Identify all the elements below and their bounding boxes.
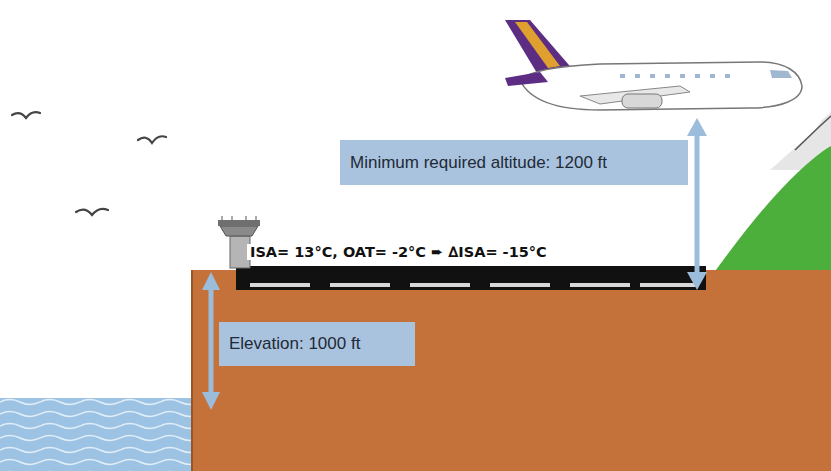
sea	[0, 398, 200, 471]
elevation-arrow	[202, 272, 220, 410]
temperature-note: ISA= 13°C, OAT= -2°C ➨ ∆ISA= -15°C	[247, 244, 550, 260]
terrain-block	[192, 270, 831, 471]
slope-line	[795, 116, 831, 150]
runway	[236, 266, 706, 290]
sea-waves	[0, 398, 200, 471]
control-tower	[218, 216, 260, 268]
runway-markings	[250, 283, 695, 287]
airplane	[505, 20, 802, 110]
cliff-edge	[191, 270, 193, 471]
callout-box: Elevation: 1000 ft	[219, 322, 415, 366]
callout-text: Minimum required altitude: 1200 ft	[340, 153, 617, 173]
birds	[12, 112, 166, 215]
callout-text: Elevation: 1000 ft	[219, 334, 370, 354]
callout-box: Minimum required altitude: 1200 ft	[340, 140, 688, 185]
altitude-arrow	[687, 118, 707, 290]
